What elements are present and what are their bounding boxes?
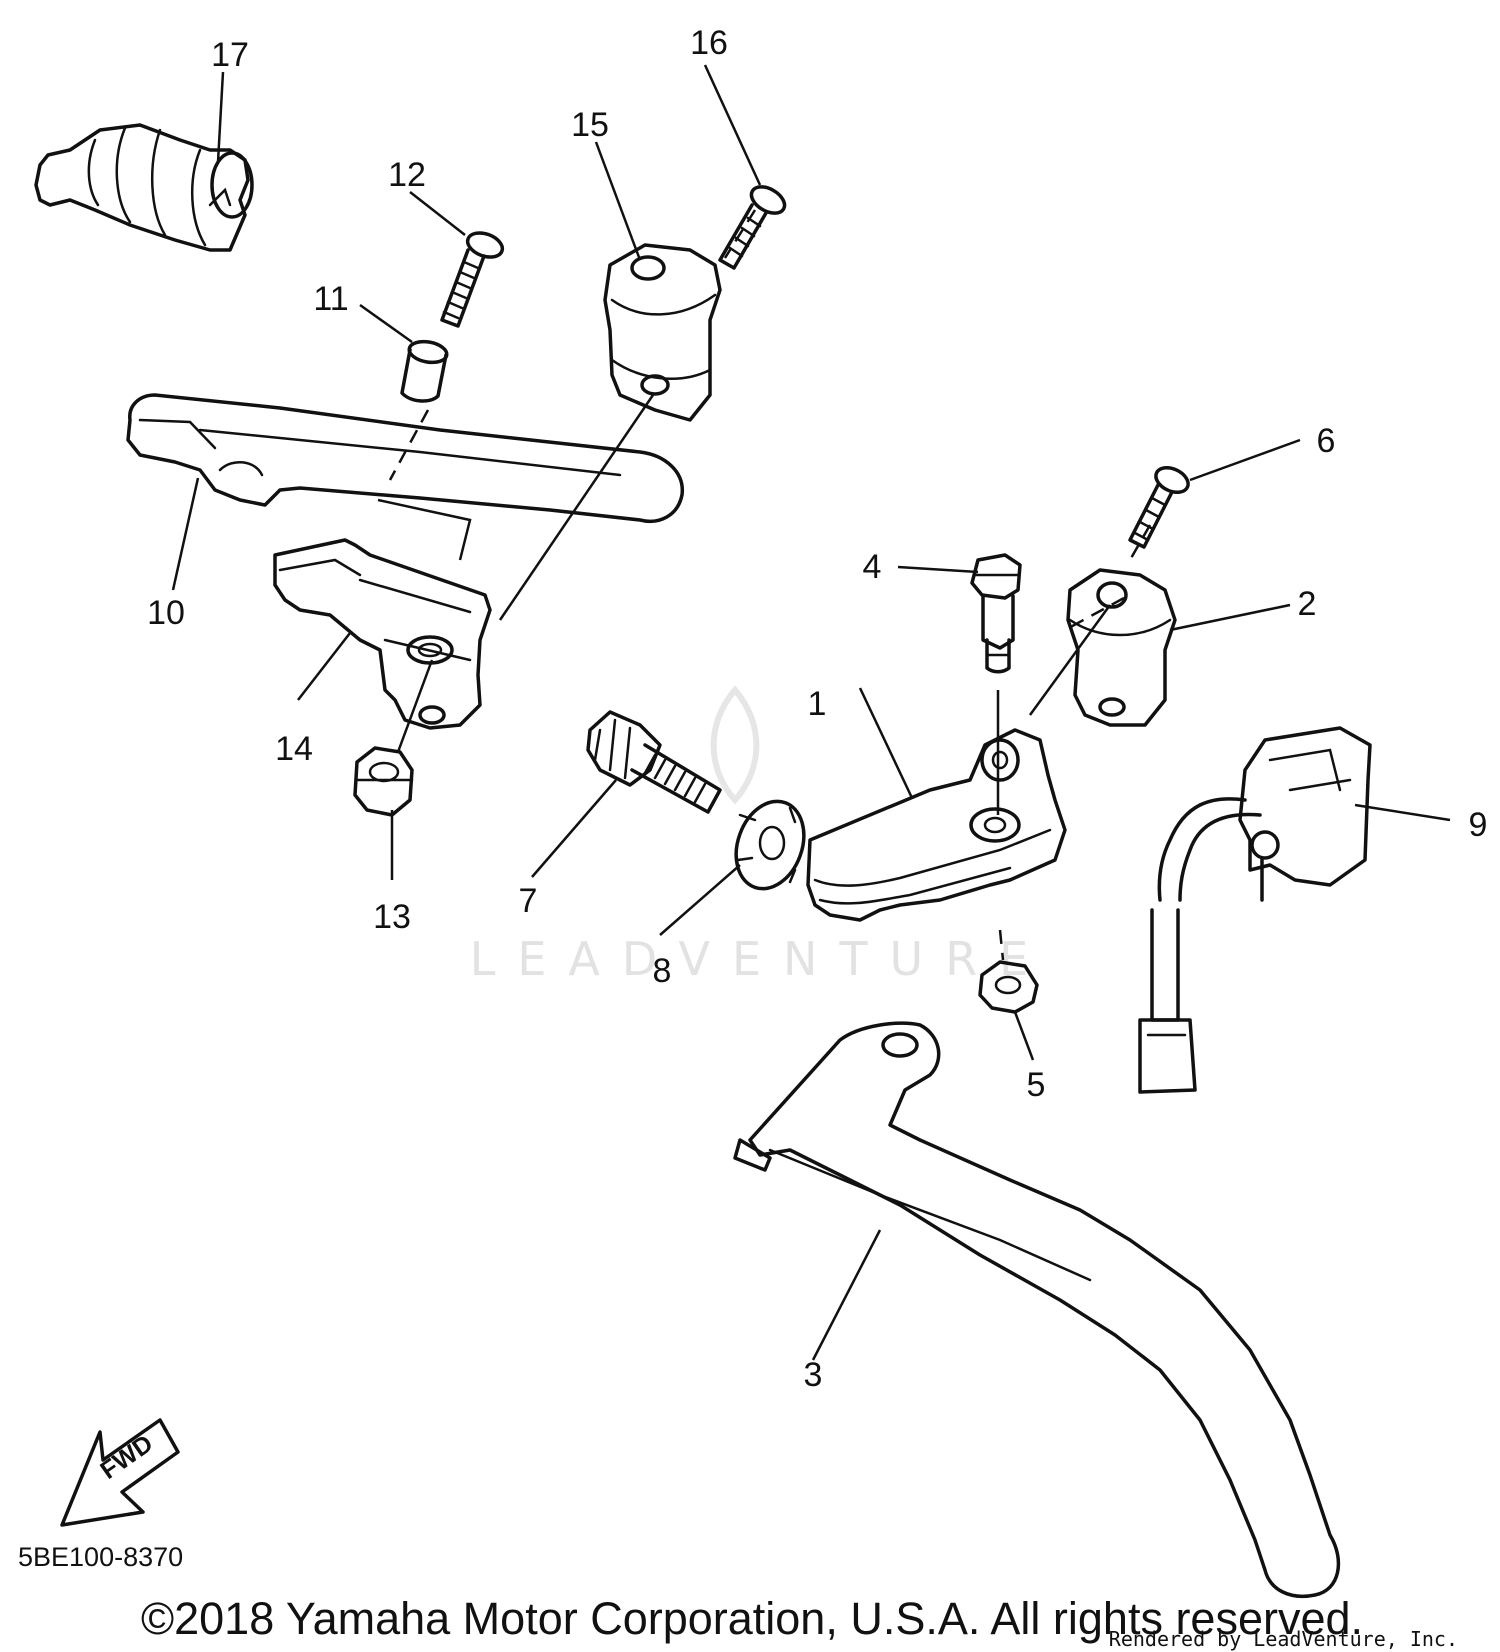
callout-1: 1: [808, 685, 827, 723]
assembly-lines: [377, 209, 1152, 961]
part-screw-12: [440, 231, 505, 328]
part-screw-16: [718, 185, 787, 270]
callout-12: 12: [388, 156, 426, 194]
part-collar: [400, 339, 449, 403]
callout-4: 4: [863, 548, 882, 586]
callout-11: 11: [313, 280, 348, 318]
callout-leaders: [171, 64, 1451, 1361]
part-clutch-switch: [1138, 726, 1372, 1094]
part-nut-13: [353, 746, 414, 817]
part-lever-3: [733, 1021, 1341, 1598]
callout-2: 2: [1298, 585, 1317, 623]
part-holder-2: [1066, 568, 1177, 727]
watermark: LEADVENTURE: [470, 685, 1051, 986]
callout-labels: 1 2 3 4 5 6 7 8 9 10 11 12 13 14 15 16 1…: [147, 24, 1487, 1394]
callout-5: 5: [1027, 1066, 1046, 1104]
part-bracket-14: [273, 538, 492, 730]
watermark-text: LEADVENTURE: [470, 932, 1051, 986]
callout-8: 8: [653, 952, 672, 990]
callout-16: 16: [690, 24, 728, 62]
callout-3: 3: [804, 1356, 823, 1394]
callout-13: 13: [373, 898, 411, 936]
callout-10: 10: [147, 594, 185, 632]
callout-9: 9: [1469, 806, 1488, 844]
fwd-arrow-icon: FWD: [60, 1418, 180, 1527]
part-locknut: [734, 799, 806, 891]
callout-14: 14: [275, 730, 313, 768]
rendered-by-text: Rendered by LeadVenture, Inc.: [1109, 1627, 1458, 1651]
part-nut-5: [978, 960, 1039, 1014]
part-adjuster-bolt: [586, 710, 722, 814]
part-screw-6: [1128, 465, 1190, 549]
callout-6: 6: [1317, 422, 1336, 460]
part-lever-holder: [806, 728, 1067, 922]
callout-15: 15: [571, 106, 609, 144]
callout-17: 17: [211, 36, 249, 74]
callout-7: 7: [519, 882, 538, 920]
part-rubber-boot: [34, 123, 254, 252]
copyright-text: ©2018 Yamaha Motor Corporation, U.S.A. A…: [141, 1593, 1363, 1644]
part-pivot-bolt: [970, 553, 1022, 674]
fwd-label: FWD: [95, 1429, 158, 1485]
part-lever-10: [126, 393, 684, 523]
part-holder-15: [603, 243, 722, 422]
diagram-code: 5BE100-8370: [18, 1542, 183, 1572]
